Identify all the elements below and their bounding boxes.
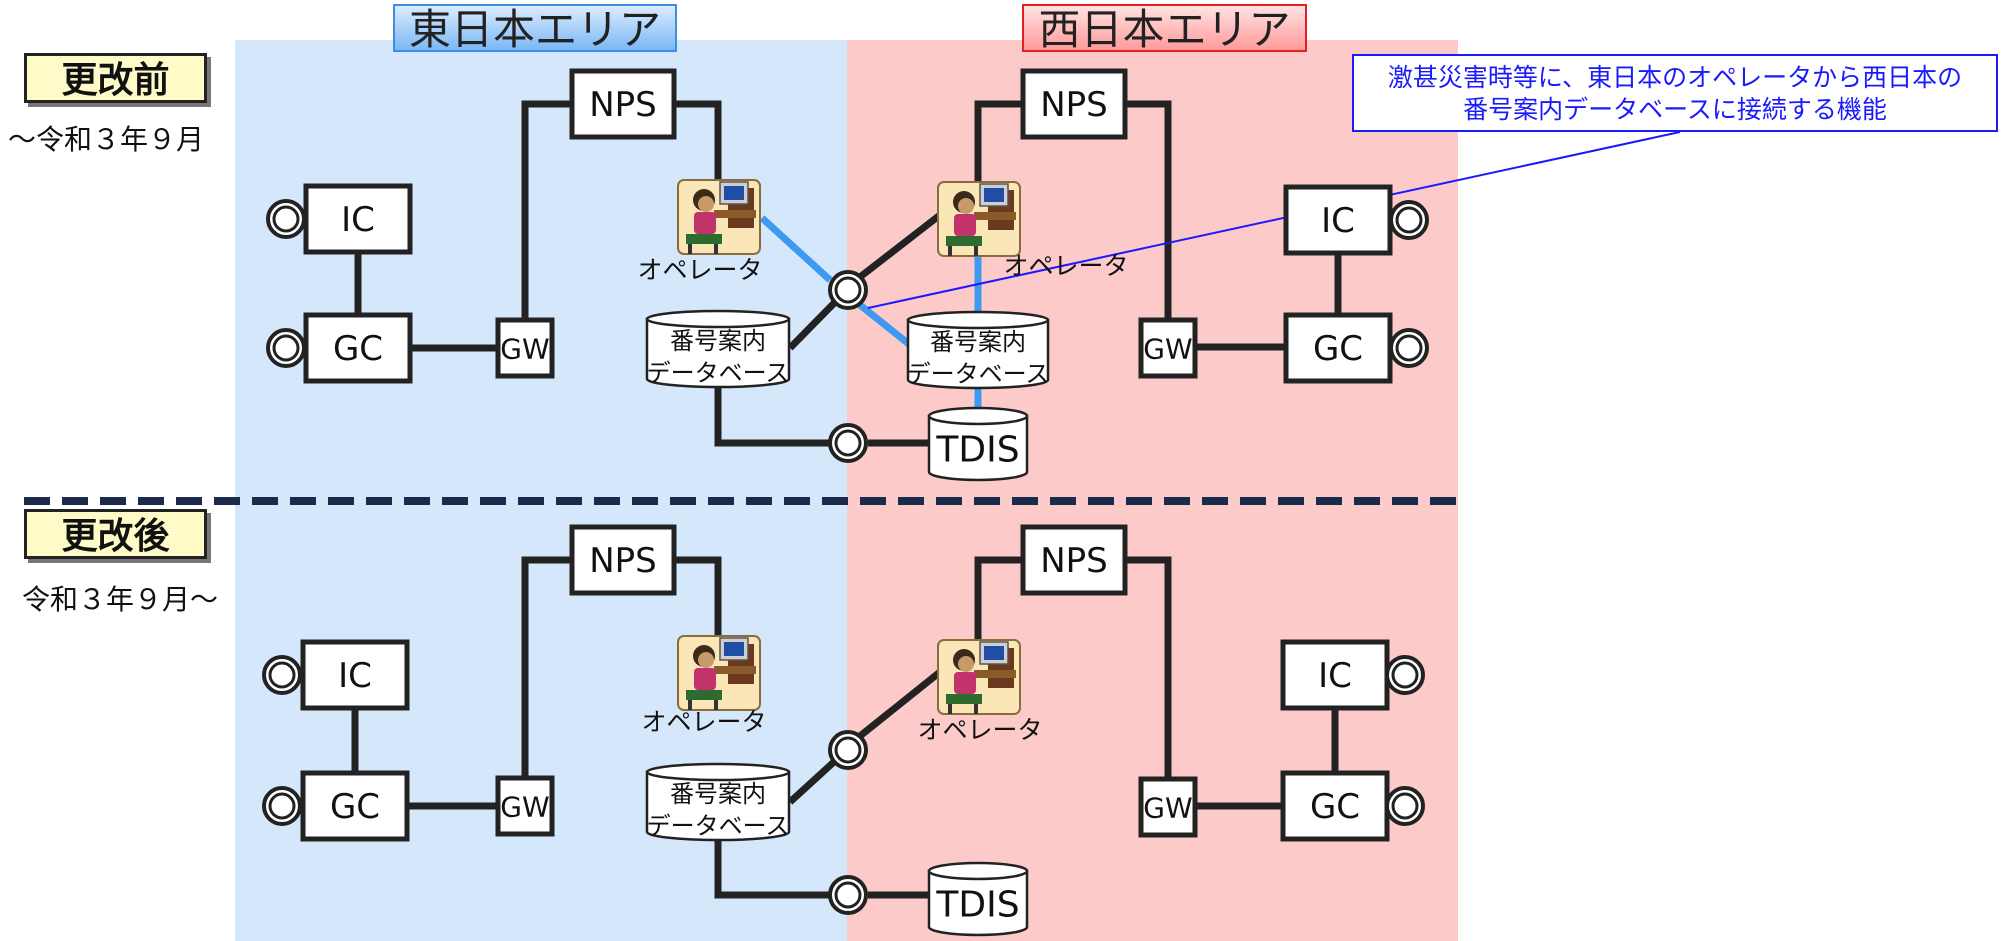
west-gc-before: GC bbox=[1283, 312, 1393, 384]
link-west-nps-gw-after bbox=[1126, 556, 1172, 780]
backup-link-switch-west-db bbox=[857, 302, 913, 348]
tdis-before: TDIS bbox=[927, 406, 1029, 482]
east-operator-before-label: オペレータ bbox=[637, 256, 762, 285]
east-database-after-label-1: 番号案内 bbox=[670, 780, 766, 808]
east-operator-after: オペレータ bbox=[641, 635, 767, 737]
disaster-function-callout: 激甚災害時等に、東日本のオペレータから西日本の 番号案内データベースに接続する機… bbox=[1352, 54, 1998, 132]
link-west-operator-nps-after bbox=[974, 556, 1022, 640]
west-ic-before-label: IC bbox=[1321, 201, 1355, 241]
link-east-nps-operator-before bbox=[674, 100, 722, 195]
east-operator-before: オペレータ bbox=[637, 179, 763, 285]
east-nps-before-label: NPS bbox=[589, 85, 657, 125]
west-operator-before-label: オペレータ bbox=[1003, 252, 1128, 281]
tdis-after-label: TDIS bbox=[935, 885, 1019, 926]
after-phase-label: 更改後 bbox=[24, 509, 207, 559]
east-nps-after-label: NPS bbox=[589, 541, 657, 581]
east-ic-after-label: IC bbox=[338, 656, 372, 696]
operator-icon bbox=[677, 179, 761, 255]
link-switch-west-operator-after bbox=[857, 669, 943, 739]
east-gc-after: GC bbox=[300, 770, 410, 842]
west-database-before-label-1: 番号案内 bbox=[930, 328, 1026, 356]
east-tdis-terminal-before bbox=[828, 423, 868, 463]
backup-link-east-operator-switch bbox=[759, 215, 833, 283]
tdis-after: TDIS bbox=[927, 861, 1029, 937]
east-gw-after-label: GW bbox=[500, 791, 549, 824]
east-nps-before: NPS bbox=[569, 68, 677, 140]
east-gc-terminal-before bbox=[266, 328, 306, 368]
west-database-before: 番号案内データベース bbox=[907, 310, 1050, 390]
east-gw-before-label: GW bbox=[500, 333, 549, 366]
west-operator-after-label: オペレータ bbox=[917, 716, 1042, 745]
west-gw-before: GW bbox=[1138, 317, 1198, 379]
west-gc-after: GC bbox=[1280, 770, 1390, 842]
west-gc-terminal-before bbox=[1389, 328, 1429, 368]
callout-pointer-line bbox=[867, 131, 1681, 309]
before-phase-period: ～令和３年９月 bbox=[8, 123, 205, 156]
link-switch-west-operator-before bbox=[857, 212, 943, 280]
west-gc-before-label: GC bbox=[1313, 329, 1363, 369]
east-ic-after: IC bbox=[300, 639, 410, 711]
west-gw-after: GW bbox=[1138, 776, 1198, 838]
east-operator-after-label: オペレータ bbox=[641, 708, 766, 737]
east-database-after: 番号案内データベース bbox=[645, 762, 791, 842]
east-ic-terminal-before bbox=[266, 199, 306, 239]
interconnect-switch-after bbox=[828, 730, 868, 770]
operator-icon bbox=[937, 181, 1021, 257]
east-gc-terminal-after bbox=[262, 786, 302, 826]
west-gc-after-label: GC bbox=[1310, 787, 1360, 827]
interconnect-switch-before bbox=[828, 270, 868, 310]
link-east-gw-nps-after bbox=[521, 556, 572, 779]
east-gc-before: GC bbox=[303, 312, 413, 384]
link-west-operator-nps-before bbox=[974, 100, 1022, 195]
east-database-before-label-1: 番号案内 bbox=[670, 327, 766, 355]
west-nps-before: NPS bbox=[1020, 68, 1128, 140]
operator-icon bbox=[677, 635, 761, 711]
west-ic-terminal-before bbox=[1389, 200, 1429, 240]
west-ic-before: IC bbox=[1283, 184, 1393, 256]
east-ic-terminal-after bbox=[262, 655, 302, 695]
east-nps-after: NPS bbox=[569, 524, 677, 596]
west-area-title: 西日本エリア bbox=[1022, 4, 1307, 54]
operator-icon bbox=[937, 639, 1021, 715]
east-gw-after: GW bbox=[495, 775, 555, 837]
link-west-nps-gw-before bbox=[1126, 100, 1172, 321]
tdis-before-label: TDIS bbox=[935, 430, 1019, 471]
link-east-gw-nps-before bbox=[521, 100, 572, 320]
west-nps-after: NPS bbox=[1020, 524, 1128, 596]
after-phase-period: 令和３年９月～ bbox=[22, 583, 219, 616]
west-ic-after: IC bbox=[1280, 639, 1390, 711]
before-phase-label: 更改前 bbox=[24, 53, 207, 103]
east-gc-after-label: GC bbox=[330, 787, 380, 827]
west-ic-after-label: IC bbox=[1318, 656, 1352, 696]
east-ic-before: IC bbox=[303, 183, 413, 255]
link-east-db-tdis-after bbox=[714, 840, 830, 899]
east-area-title: 東日本エリア bbox=[393, 4, 677, 54]
west-ic-terminal-after bbox=[1385, 655, 1425, 695]
east-gw-before: GW bbox=[495, 317, 555, 379]
east-ic-before-label: IC bbox=[341, 200, 375, 240]
link-east-db-tdis-before bbox=[714, 380, 830, 447]
east-database-before: 番号案内データベース bbox=[645, 309, 791, 389]
west-gw-after-label: GW bbox=[1143, 792, 1192, 825]
east-tdis-terminal-after bbox=[828, 875, 868, 915]
callout-line-2: 番号案内データベースに接続する機能 bbox=[1463, 95, 1887, 124]
west-gc-terminal-after bbox=[1385, 786, 1425, 826]
west-gw-before-label: GW bbox=[1143, 333, 1192, 366]
west-operator-after: オペレータ bbox=[917, 639, 1043, 745]
east-gc-before-label: GC bbox=[333, 329, 383, 369]
west-nps-before-label: NPS bbox=[1040, 85, 1108, 125]
callout-line-1: 激甚災害時等に、東日本のオペレータから西日本の bbox=[1387, 63, 1963, 92]
east-database-before-label-2: データベース bbox=[647, 359, 790, 387]
east-database-after-label-2: データベース bbox=[647, 812, 790, 840]
link-east-nps-operator-after bbox=[674, 556, 722, 640]
west-database-before-label-2: データベース bbox=[907, 360, 1050, 388]
west-nps-after-label: NPS bbox=[1040, 541, 1108, 581]
west-operator-before: オペレータ bbox=[937, 181, 1129, 281]
